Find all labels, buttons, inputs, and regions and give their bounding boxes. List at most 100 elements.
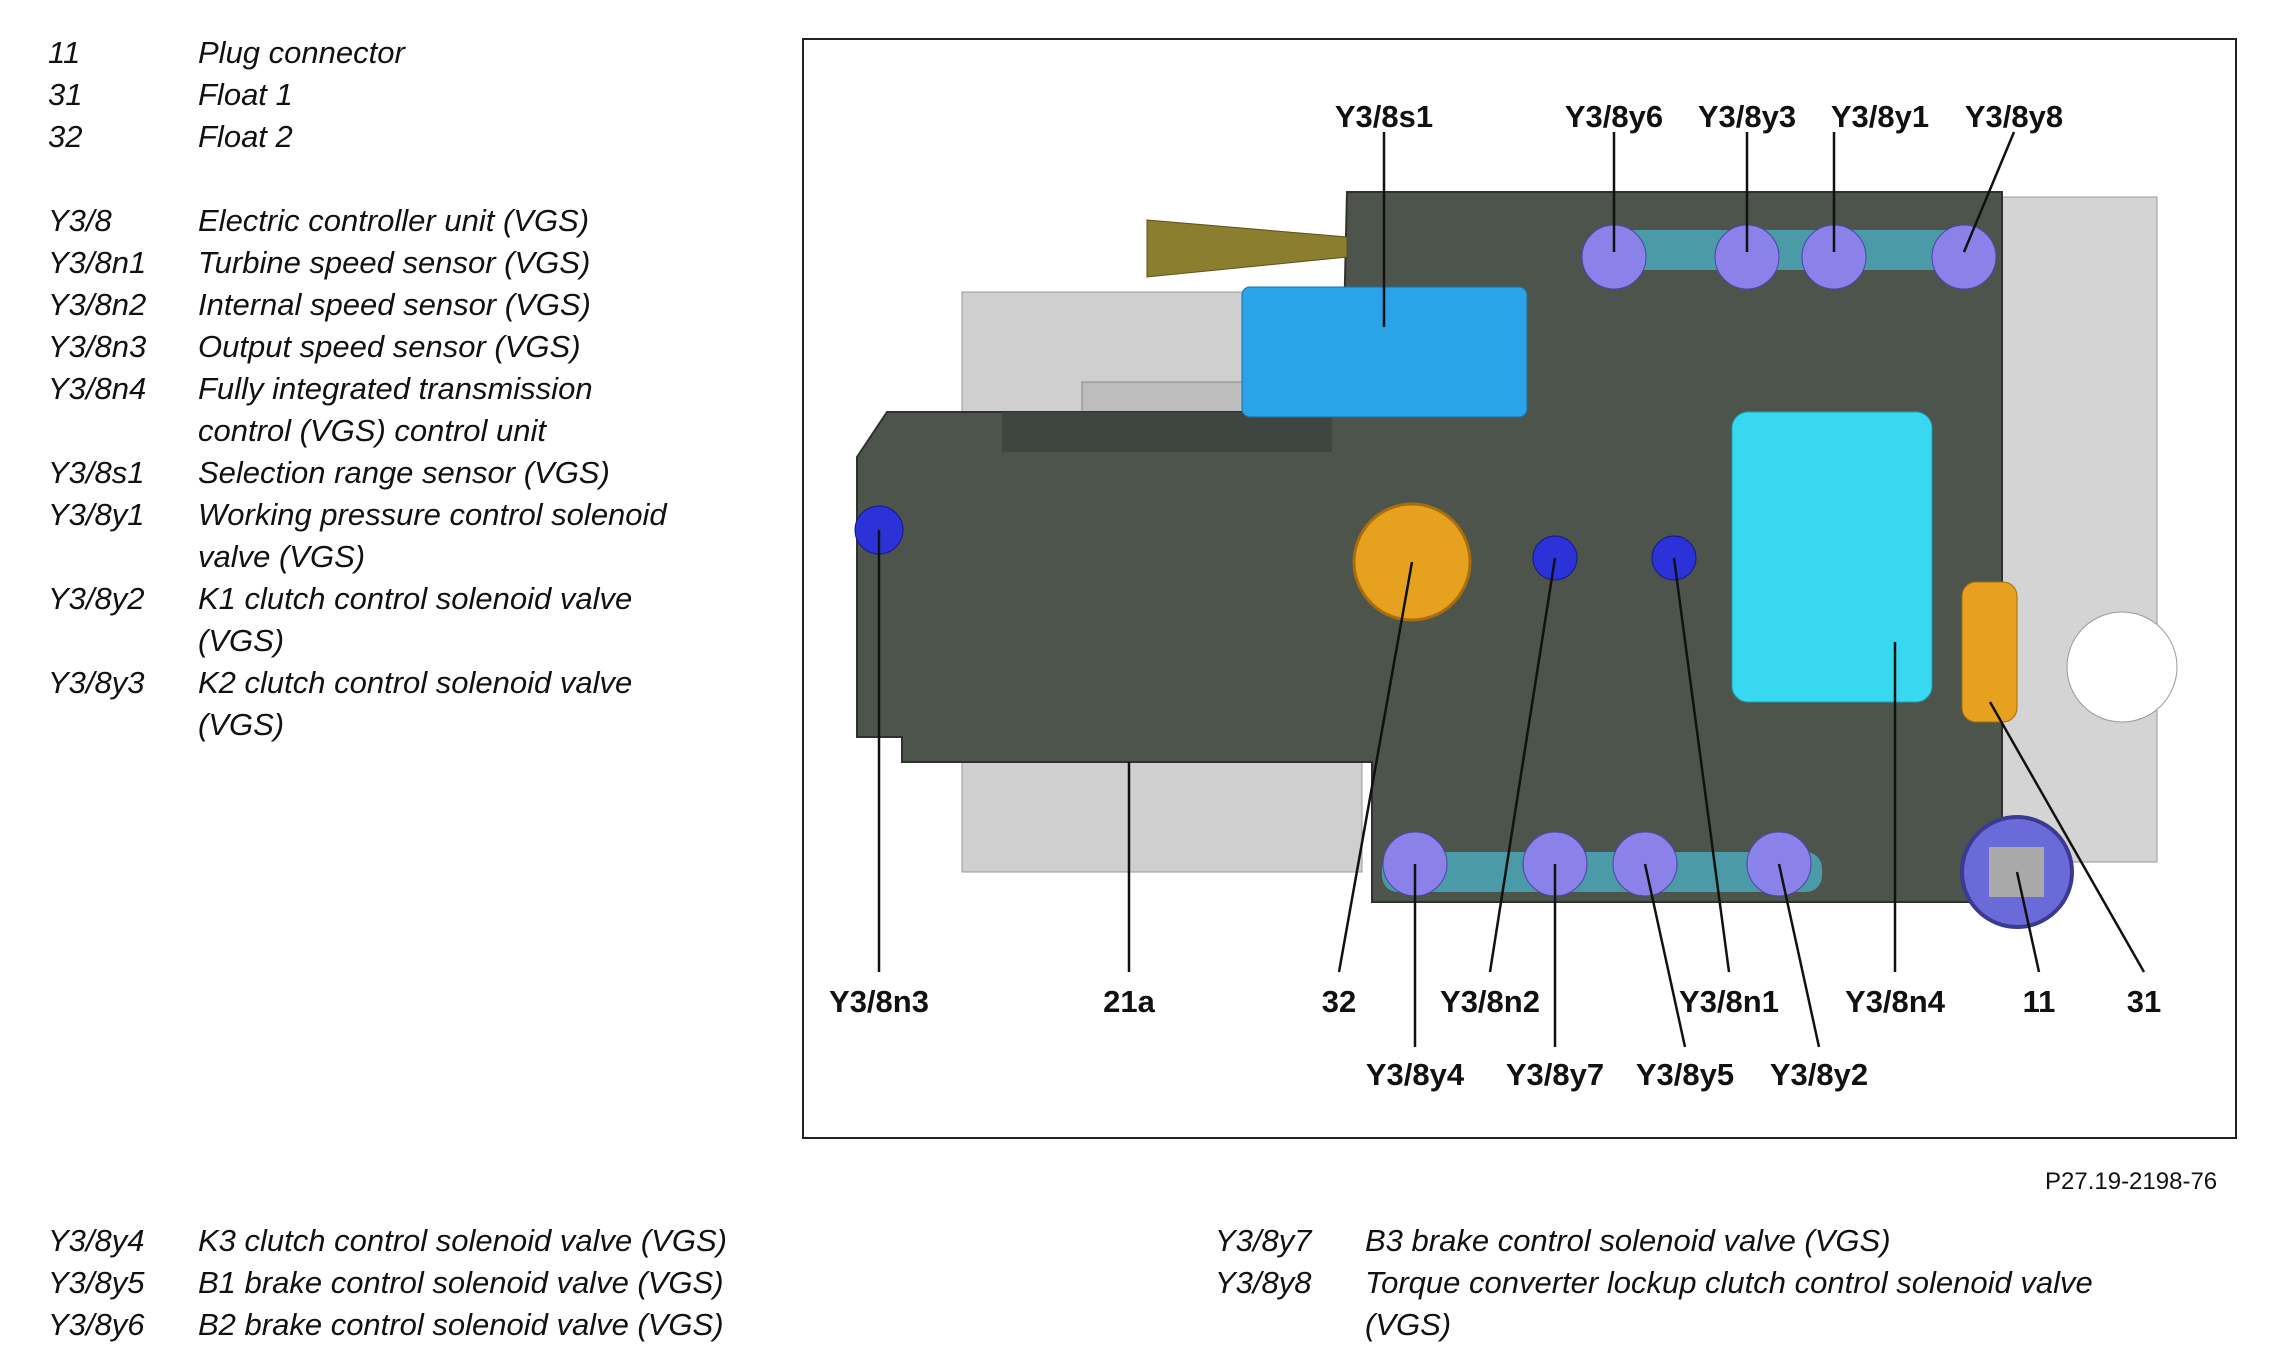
legend-description-line: B3 brake control solenoid valve (VGS) (1365, 1223, 1891, 1258)
legend-code: Y3/8y5 (48, 1265, 145, 1300)
legend-description-line: B1 brake control solenoid valve (VGS) (198, 1265, 724, 1300)
legend-code: Y3/8s1 (48, 455, 145, 490)
legend-bottom-left: Y3/8y4 K3 clutch control solenoid valve (… (48, 1220, 1148, 1346)
float-1 (1961, 581, 2018, 723)
legend-spacer (48, 158, 748, 200)
legend-row: Y3/8y7 B3 brake control solenoid valve (V… (1215, 1220, 2215, 1262)
legend-description-line: (VGS) (198, 707, 285, 742)
legend-row: 11 Plug connector (48, 32, 748, 74)
legend-description-line: (VGS) (198, 623, 285, 658)
legend-description: K1 clutch control solenoid valve (VGS) (198, 578, 748, 662)
legend-row: Y3/8n3 Output speed sensor (VGS) (48, 326, 748, 368)
legend-description-line: K3 clutch control solenoid valve (VGS) (198, 1223, 727, 1258)
valve-body-diagram: Y3/8s1 Y3/8y6 Y3/8y3 Y3/8y1 Y3/8y8 Y3/8n… (829, 99, 2178, 1092)
legend-description-line: Internal speed sensor (VGS) (198, 287, 591, 322)
legend-description: K3 clutch control solenoid valve (VGS) (198, 1220, 1148, 1262)
legend-description: B3 brake control solenoid valve (VGS) (1365, 1220, 2215, 1262)
legend-code: Y3/8n2 (48, 287, 147, 322)
plug-connector-pins (1989, 847, 2044, 897)
callout-y3-8n2: Y3/8n2 (1440, 984, 1540, 1019)
leader-lines (877, 131, 2146, 1048)
legend-description-line: Selection range sensor (VGS) (198, 455, 610, 490)
legend-description-line: Output speed sensor (VGS) (198, 329, 581, 364)
legend-description: K2 clutch control solenoid valve (VGS) (198, 662, 748, 746)
legend-description-line: Turbine speed sensor (VGS) (198, 245, 591, 280)
legend-code: Y3/8y8 (1215, 1265, 1312, 1300)
legend-row: Y3/8n4 Fully integrated transmission contr… (48, 368, 748, 452)
callout-31: 31 (2127, 984, 2161, 1019)
callout-y3-8y6: Y3/8y6 (1565, 99, 1663, 134)
legend-description-line: K1 clutch control solenoid valve (198, 581, 633, 616)
legend-code: Y3/8n1 (48, 245, 147, 280)
right-plate-hole (2066, 611, 2178, 723)
legend-row: Y3/8y2 K1 clutch control solenoid valve (V… (48, 578, 748, 662)
legend-description-line: Float 1 (198, 77, 293, 112)
plug-connector-top (1146, 219, 1348, 278)
legend-description: Output speed sensor (VGS) (198, 326, 748, 368)
callout-y3-8y5: Y3/8y5 (1636, 1057, 1734, 1092)
callout-y3-8n1: Y3/8n1 (1679, 984, 1779, 1019)
legend-description-line: Electric controller unit (VGS) (198, 203, 590, 238)
legend-code: Y3/8y4 (48, 1223, 145, 1258)
legend-row: Y3/8n1 Turbine speed sensor (VGS) (48, 242, 748, 284)
control-unit (1731, 411, 1933, 703)
legend-bottom-right: Y3/8y7 B3 brake control solenoid valve (V… (1215, 1220, 2215, 1346)
callout-y3-8y4: Y3/8y4 (1366, 1057, 1465, 1092)
legend-row: Y3/8n2 Internal speed sensor (VGS) (48, 284, 748, 326)
solenoid-rail-top (1597, 230, 1962, 270)
legend-code: Y3/8y1 (48, 497, 145, 532)
legend-row: Y3/8s1 Selection range sensor (VGS) (48, 452, 748, 494)
legend-code: 11 (48, 35, 81, 70)
diagram-frame: Y3/8s1 Y3/8y6 Y3/8y3 Y3/8y1 Y3/8y8 Y3/8n… (802, 38, 2237, 1139)
callout-y3-8y2: Y3/8y2 (1770, 1057, 1868, 1092)
solenoid-rail-bottom (1382, 852, 1822, 892)
solenoid-y8 (1931, 224, 1997, 290)
callout-32: 32 (1322, 984, 1356, 1019)
legend-description: B2 brake control solenoid valve (VGS) (198, 1304, 1148, 1346)
legend-code: Y3/8y6 (48, 1307, 145, 1342)
legend-description: Fully integrated transmission control (VG… (198, 368, 748, 452)
legend-row: Y3/8y4 K3 clutch control solenoid valve (… (48, 1220, 1148, 1262)
callout-y3-8n4: Y3/8n4 (1845, 984, 1946, 1019)
legend-description-line: (VGS) (1365, 1307, 1452, 1342)
legend-description: B1 brake control solenoid valve (VGS) (198, 1262, 1148, 1304)
legend-description-line: Torque converter lockup clutch control s… (1365, 1265, 2093, 1300)
legend-description-line: B2 brake control solenoid valve (VGS) (198, 1307, 724, 1342)
legend-row: Y3/8y8 Torque converter lockup clutch con… (1215, 1262, 2215, 1346)
legend-description: Float 1 (198, 74, 748, 116)
legend-row: Y3/8y5 B1 brake control solenoid valve (V… (48, 1262, 1148, 1304)
legend-description: Turbine speed sensor (VGS) (198, 242, 748, 284)
legend-description: Selection range sensor (VGS) (198, 452, 748, 494)
callout-y3-8y1: Y3/8y1 (1831, 99, 1929, 134)
callout-y3-8y7: Y3/8y7 (1506, 1057, 1604, 1092)
legend-code: 31 (48, 77, 83, 112)
legend-code: Y3/8y2 (48, 581, 145, 616)
legend-top: 11 Plug connector 31 Float 1 32 Float 2 Y3/8 El… (48, 32, 748, 746)
legend-description-line: Plug connector (198, 35, 405, 70)
legend-code: Y3/8y7 (1215, 1223, 1312, 1258)
legend-code: Y3/8y3 (48, 665, 145, 700)
legend-description-line: control (VGS) control unit (198, 413, 547, 448)
callout-y3-8y3: Y3/8y3 (1698, 99, 1796, 134)
legend-description: Float 2 (198, 116, 748, 158)
callout-11: 11 (2023, 984, 2056, 1019)
legend-row: 32 Float 2 (48, 116, 748, 158)
legend-code: 32 (48, 119, 83, 154)
legend-description: Internal speed sensor (VGS) (198, 284, 748, 326)
legend-description-line: Fully integrated transmission (198, 371, 593, 406)
legend-row: 31 Float 1 (48, 74, 748, 116)
legend-code: Y3/8n4 (48, 371, 147, 406)
figure-reference: P27.19-2198-76 (2045, 1168, 2218, 1195)
legend-description-line: K2 clutch control solenoid valve (198, 665, 633, 700)
legend-description-line: valve (VGS) (198, 539, 366, 574)
legend-code: Y3/8 (48, 203, 112, 238)
legend-description-line: Float 2 (198, 119, 293, 154)
right-plate (1996, 196, 2158, 863)
legend-row: Y3/8y6 B2 brake control solenoid valve (V… (48, 1304, 1148, 1346)
legend-code: Y3/8n3 (48, 329, 147, 364)
legend-row: Y3/8y3 K2 clutch control solenoid valve (V… (48, 662, 748, 746)
callout-y3-8n3: Y3/8n3 (829, 984, 929, 1019)
callout-21a: 21a (1103, 984, 1155, 1019)
